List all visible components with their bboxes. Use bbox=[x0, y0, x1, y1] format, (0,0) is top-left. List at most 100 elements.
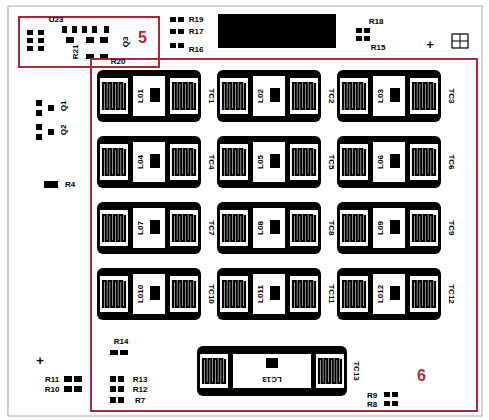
coil-designator: L011 bbox=[257, 285, 265, 303]
coil-designator: L010 bbox=[137, 285, 145, 303]
pad bbox=[36, 134, 42, 140]
pad bbox=[104, 26, 109, 33]
pad bbox=[118, 376, 124, 382]
pad bbox=[38, 46, 44, 51]
pad bbox=[27, 46, 33, 51]
part-label: R11 bbox=[45, 376, 59, 384]
component-pad bbox=[150, 220, 160, 234]
coil-designator: TC4 bbox=[207, 154, 215, 169]
coil-designator: TC2 bbox=[327, 88, 335, 103]
pad bbox=[356, 28, 362, 33]
pad bbox=[110, 376, 116, 382]
meander-trace bbox=[173, 281, 195, 308]
coil-designator: TC11 bbox=[327, 284, 335, 303]
component-pad bbox=[150, 88, 160, 102]
meander-trace bbox=[413, 281, 435, 308]
component-pad bbox=[270, 88, 280, 102]
pad bbox=[356, 36, 362, 41]
coil-designator: L01 bbox=[137, 89, 145, 103]
part-label: R7 bbox=[135, 397, 145, 405]
coil-designator: TC5 bbox=[327, 154, 335, 169]
coil-cell bbox=[337, 70, 441, 122]
coil-designator: TC7 bbox=[207, 220, 215, 235]
meander-trace bbox=[293, 149, 315, 176]
coil-cell bbox=[337, 268, 441, 320]
part-label: R4 bbox=[65, 181, 75, 189]
coil-designator: L04 bbox=[137, 155, 145, 169]
pad bbox=[118, 386, 124, 392]
pad bbox=[392, 401, 398, 406]
pad bbox=[170, 29, 176, 34]
pad bbox=[72, 26, 77, 33]
pad bbox=[38, 38, 44, 43]
meander-trace bbox=[223, 215, 245, 242]
pad bbox=[170, 17, 176, 22]
coil-cell bbox=[217, 136, 321, 188]
component-pad bbox=[270, 220, 280, 234]
callout-number: 5 bbox=[138, 30, 147, 46]
region-outline: 6 bbox=[90, 58, 478, 412]
coil-designator: L02 bbox=[257, 89, 265, 103]
part-label: + bbox=[426, 38, 434, 51]
pad bbox=[27, 30, 33, 35]
coil-designator: L09 bbox=[377, 221, 385, 235]
part-label: R20 bbox=[111, 58, 126, 66]
part-label: R8 bbox=[367, 401, 377, 409]
pad bbox=[364, 28, 370, 33]
pad bbox=[118, 397, 124, 403]
part-label: U23 bbox=[49, 16, 64, 24]
pad bbox=[64, 376, 72, 382]
meander-trace bbox=[319, 359, 341, 384]
part-label: Q2 bbox=[60, 125, 68, 136]
pad bbox=[110, 397, 116, 403]
coil-designator: L03 bbox=[377, 89, 385, 103]
meander-trace bbox=[223, 149, 245, 176]
meander-trace bbox=[413, 215, 435, 242]
part-label: R9 bbox=[367, 392, 377, 400]
pad bbox=[120, 350, 128, 355]
part-label: R14 bbox=[114, 338, 129, 346]
pad bbox=[110, 350, 118, 355]
coil-cell bbox=[97, 268, 201, 320]
pad bbox=[74, 376, 82, 382]
part-label: R15 bbox=[371, 44, 386, 52]
coil-cell bbox=[217, 70, 321, 122]
part-label: R16 bbox=[189, 46, 204, 54]
meander-trace bbox=[103, 281, 125, 308]
coil-designator: L05 bbox=[257, 155, 265, 169]
meander-trace bbox=[293, 281, 315, 308]
pad bbox=[178, 43, 184, 48]
meander-trace bbox=[173, 83, 195, 110]
coil-designator: TC10 bbox=[207, 284, 215, 304]
pad bbox=[384, 392, 390, 397]
meander-trace bbox=[343, 149, 365, 176]
coil-cell bbox=[97, 70, 201, 122]
meander-trace bbox=[413, 149, 435, 176]
meander-trace bbox=[103, 215, 125, 242]
meander-trace bbox=[343, 215, 365, 242]
region-outline: 5 bbox=[18, 16, 160, 68]
board-outline bbox=[8, 6, 482, 416]
part-label: R10 bbox=[45, 386, 60, 394]
part-label: R17 bbox=[189, 28, 204, 36]
coil-designator: TC9 bbox=[447, 220, 455, 235]
pad bbox=[178, 29, 184, 34]
coil-designator: L07 bbox=[137, 221, 145, 235]
pad bbox=[392, 392, 398, 397]
coil-cell bbox=[217, 268, 321, 320]
coil-cell bbox=[217, 202, 321, 254]
pad bbox=[384, 401, 390, 406]
meander-trace bbox=[293, 83, 315, 110]
ic-pad bbox=[218, 14, 336, 48]
coil-designator: TC1 bbox=[207, 88, 215, 103]
meander-trace bbox=[293, 215, 315, 242]
component-pad bbox=[150, 286, 160, 300]
pad bbox=[86, 37, 94, 43]
coil-designator: TC8 bbox=[327, 220, 335, 235]
coil-designator: L08 bbox=[257, 221, 265, 235]
part-label: R12 bbox=[133, 386, 148, 394]
meander-trace bbox=[413, 83, 435, 110]
pad bbox=[64, 386, 72, 392]
coil-cell bbox=[97, 202, 201, 254]
